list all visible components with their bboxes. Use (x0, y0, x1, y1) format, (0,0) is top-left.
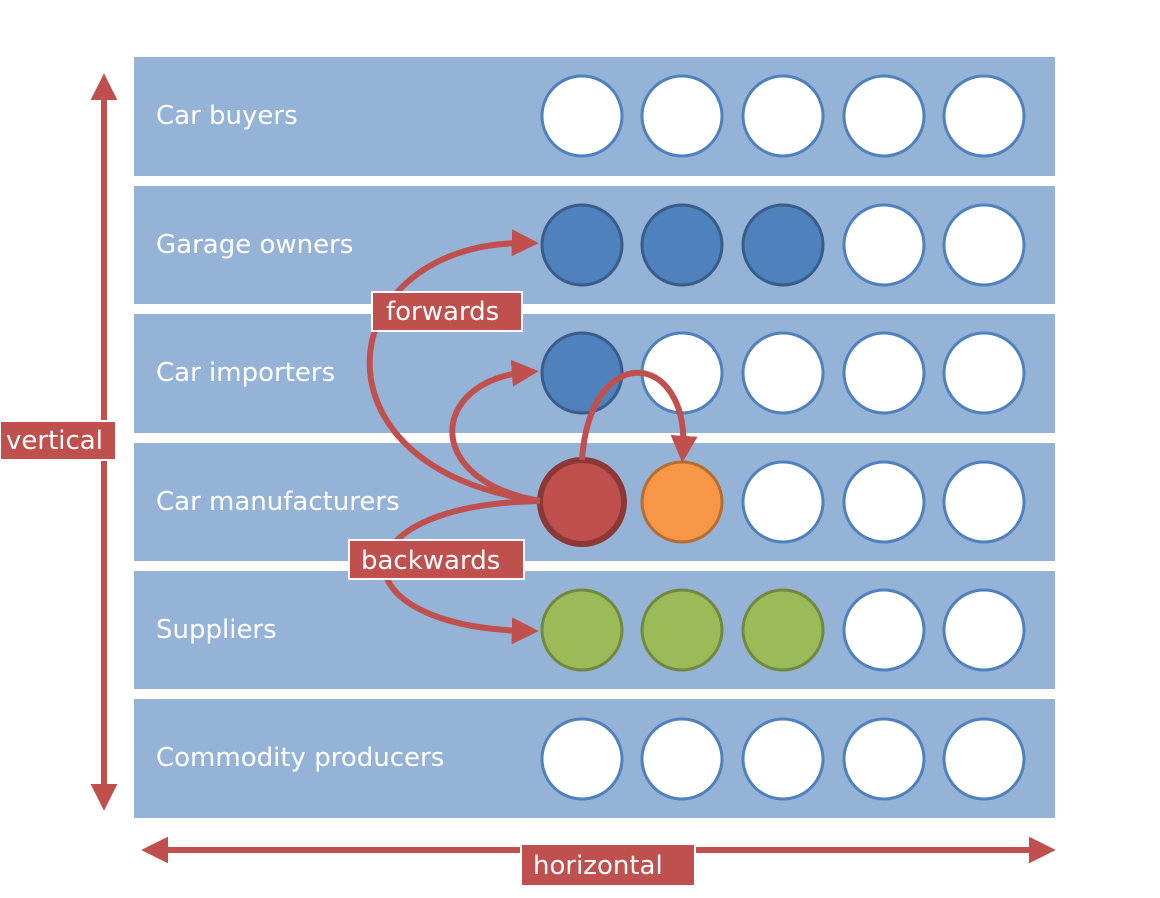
empty-circle (942, 74, 1026, 158)
integrated-blue-circle (540, 203, 624, 287)
integrated-green-circle (741, 588, 825, 672)
row-label: Commodity producers (156, 743, 444, 773)
empty-circle (942, 331, 1026, 415)
tag-label: backwards (361, 546, 500, 576)
tag-forwards: forwards (371, 291, 523, 332)
empty-circle (942, 203, 1026, 287)
empty-circle (942, 588, 1026, 672)
empty-circle (640, 74, 724, 158)
company-circles (537, 74, 1026, 801)
tag-box (520, 843, 696, 887)
horizontal-arrow-to-orange (579, 369, 698, 463)
row-label: Garage owners (156, 230, 353, 260)
empty-circle (741, 460, 825, 544)
forward-arrow-to-car-importers (449, 359, 541, 504)
value-chain-rows: Car buyers Garage owners Car importers C… (134, 57, 1055, 818)
row-label: Car importers (156, 358, 335, 388)
focal-company-circle (537, 457, 627, 547)
empty-circle (842, 331, 926, 415)
integrated-green-circle (640, 588, 724, 672)
tag-label: horizontal (533, 851, 663, 881)
empty-circle (640, 717, 724, 801)
row-label: Car manufacturers (156, 487, 400, 517)
empty-circle (540, 74, 624, 158)
empty-circle (842, 460, 926, 544)
empty-circle (942, 460, 1026, 544)
integrated-green-circle (540, 588, 624, 672)
integrated-blue-circle (540, 331, 624, 415)
empty-circle (842, 203, 926, 287)
empty-circle (640, 331, 724, 415)
tag-box (348, 539, 525, 580)
empty-circle (842, 717, 926, 801)
tag-box (371, 291, 523, 332)
empty-circle (540, 717, 624, 801)
tag-backwards: backwards (348, 539, 525, 580)
empty-circle (741, 717, 825, 801)
empty-circle (741, 331, 825, 415)
forward-arrow-to-garage-owners (366, 229, 541, 504)
integrated-blue-circle (741, 203, 825, 287)
row-label: Suppliers (156, 615, 277, 645)
row-label: Car buyers (156, 101, 298, 131)
tag-box (0, 420, 117, 461)
horizontal-integration-circle (640, 460, 724, 544)
tag-label: vertical (6, 426, 103, 456)
tag-label: forwards (386, 297, 499, 327)
empty-circle (942, 717, 1026, 801)
empty-circle (842, 588, 926, 672)
empty-circle (741, 74, 825, 158)
tag-vertical: vertical (0, 420, 117, 461)
tag-horizontal: horizontal (520, 843, 696, 887)
integration-arrows (366, 229, 698, 645)
integrated-blue-circle (640, 203, 724, 287)
empty-circle (842, 74, 926, 158)
